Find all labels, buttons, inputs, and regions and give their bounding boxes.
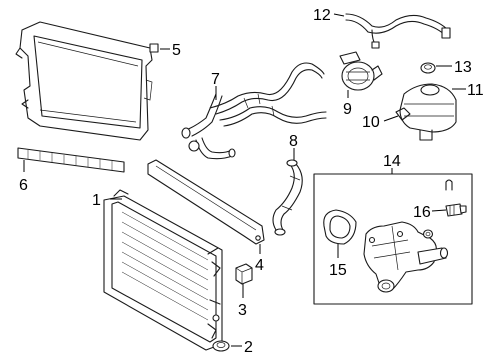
callout-16: 16 — [413, 204, 431, 221]
lower-radiator-hose — [272, 159, 303, 236]
callout-9: 9 — [343, 101, 352, 118]
coolant-temperature-sensor — [445, 203, 467, 217]
callout-1: 1 — [92, 192, 101, 209]
coolant-reservoir — [395, 83, 457, 141]
callout-6: 6 — [19, 177, 28, 194]
callout-leaders — [23, 13, 466, 347]
callout-7: 7 — [211, 71, 220, 88]
thermostat-group — [313, 173, 473, 305]
callout-14: 14 — [383, 153, 401, 170]
callout-5: 5 — [172, 42, 181, 59]
callout-12: 12 — [313, 7, 331, 24]
callout-labels: 1 2 3 4 5 6 7 8 9 10 11 12 13 14 15 16 — [19, 7, 484, 356]
callout-13: 13 — [454, 59, 472, 76]
callout-2: 2 — [244, 339, 253, 356]
air-deflector — [17, 147, 125, 173]
radiator-grommet — [212, 340, 230, 352]
callout-15: 15 — [329, 262, 347, 279]
radiator — [103, 189, 223, 351]
upper-air-baffle — [147, 159, 265, 245]
callout-10: 10 — [362, 114, 380, 131]
auxiliary-water-pump — [339, 51, 383, 91]
thermostat-housing — [363, 221, 449, 293]
callout-3: 3 — [238, 302, 247, 319]
callout-11: 11 — [467, 82, 484, 99]
reservoir-cap — [420, 62, 436, 74]
retaining-clip — [445, 179, 453, 191]
radiator-support-frame — [15, 21, 159, 141]
bypass-hose — [345, 13, 451, 49]
housing-gasket — [323, 209, 357, 245]
radiator-bracket — [235, 263, 253, 285]
sensor-o-ring — [422, 229, 434, 239]
callout-4: 4 — [255, 257, 264, 274]
callout-8: 8 — [289, 133, 298, 150]
coolant-hose-assembly — [181, 62, 327, 160]
